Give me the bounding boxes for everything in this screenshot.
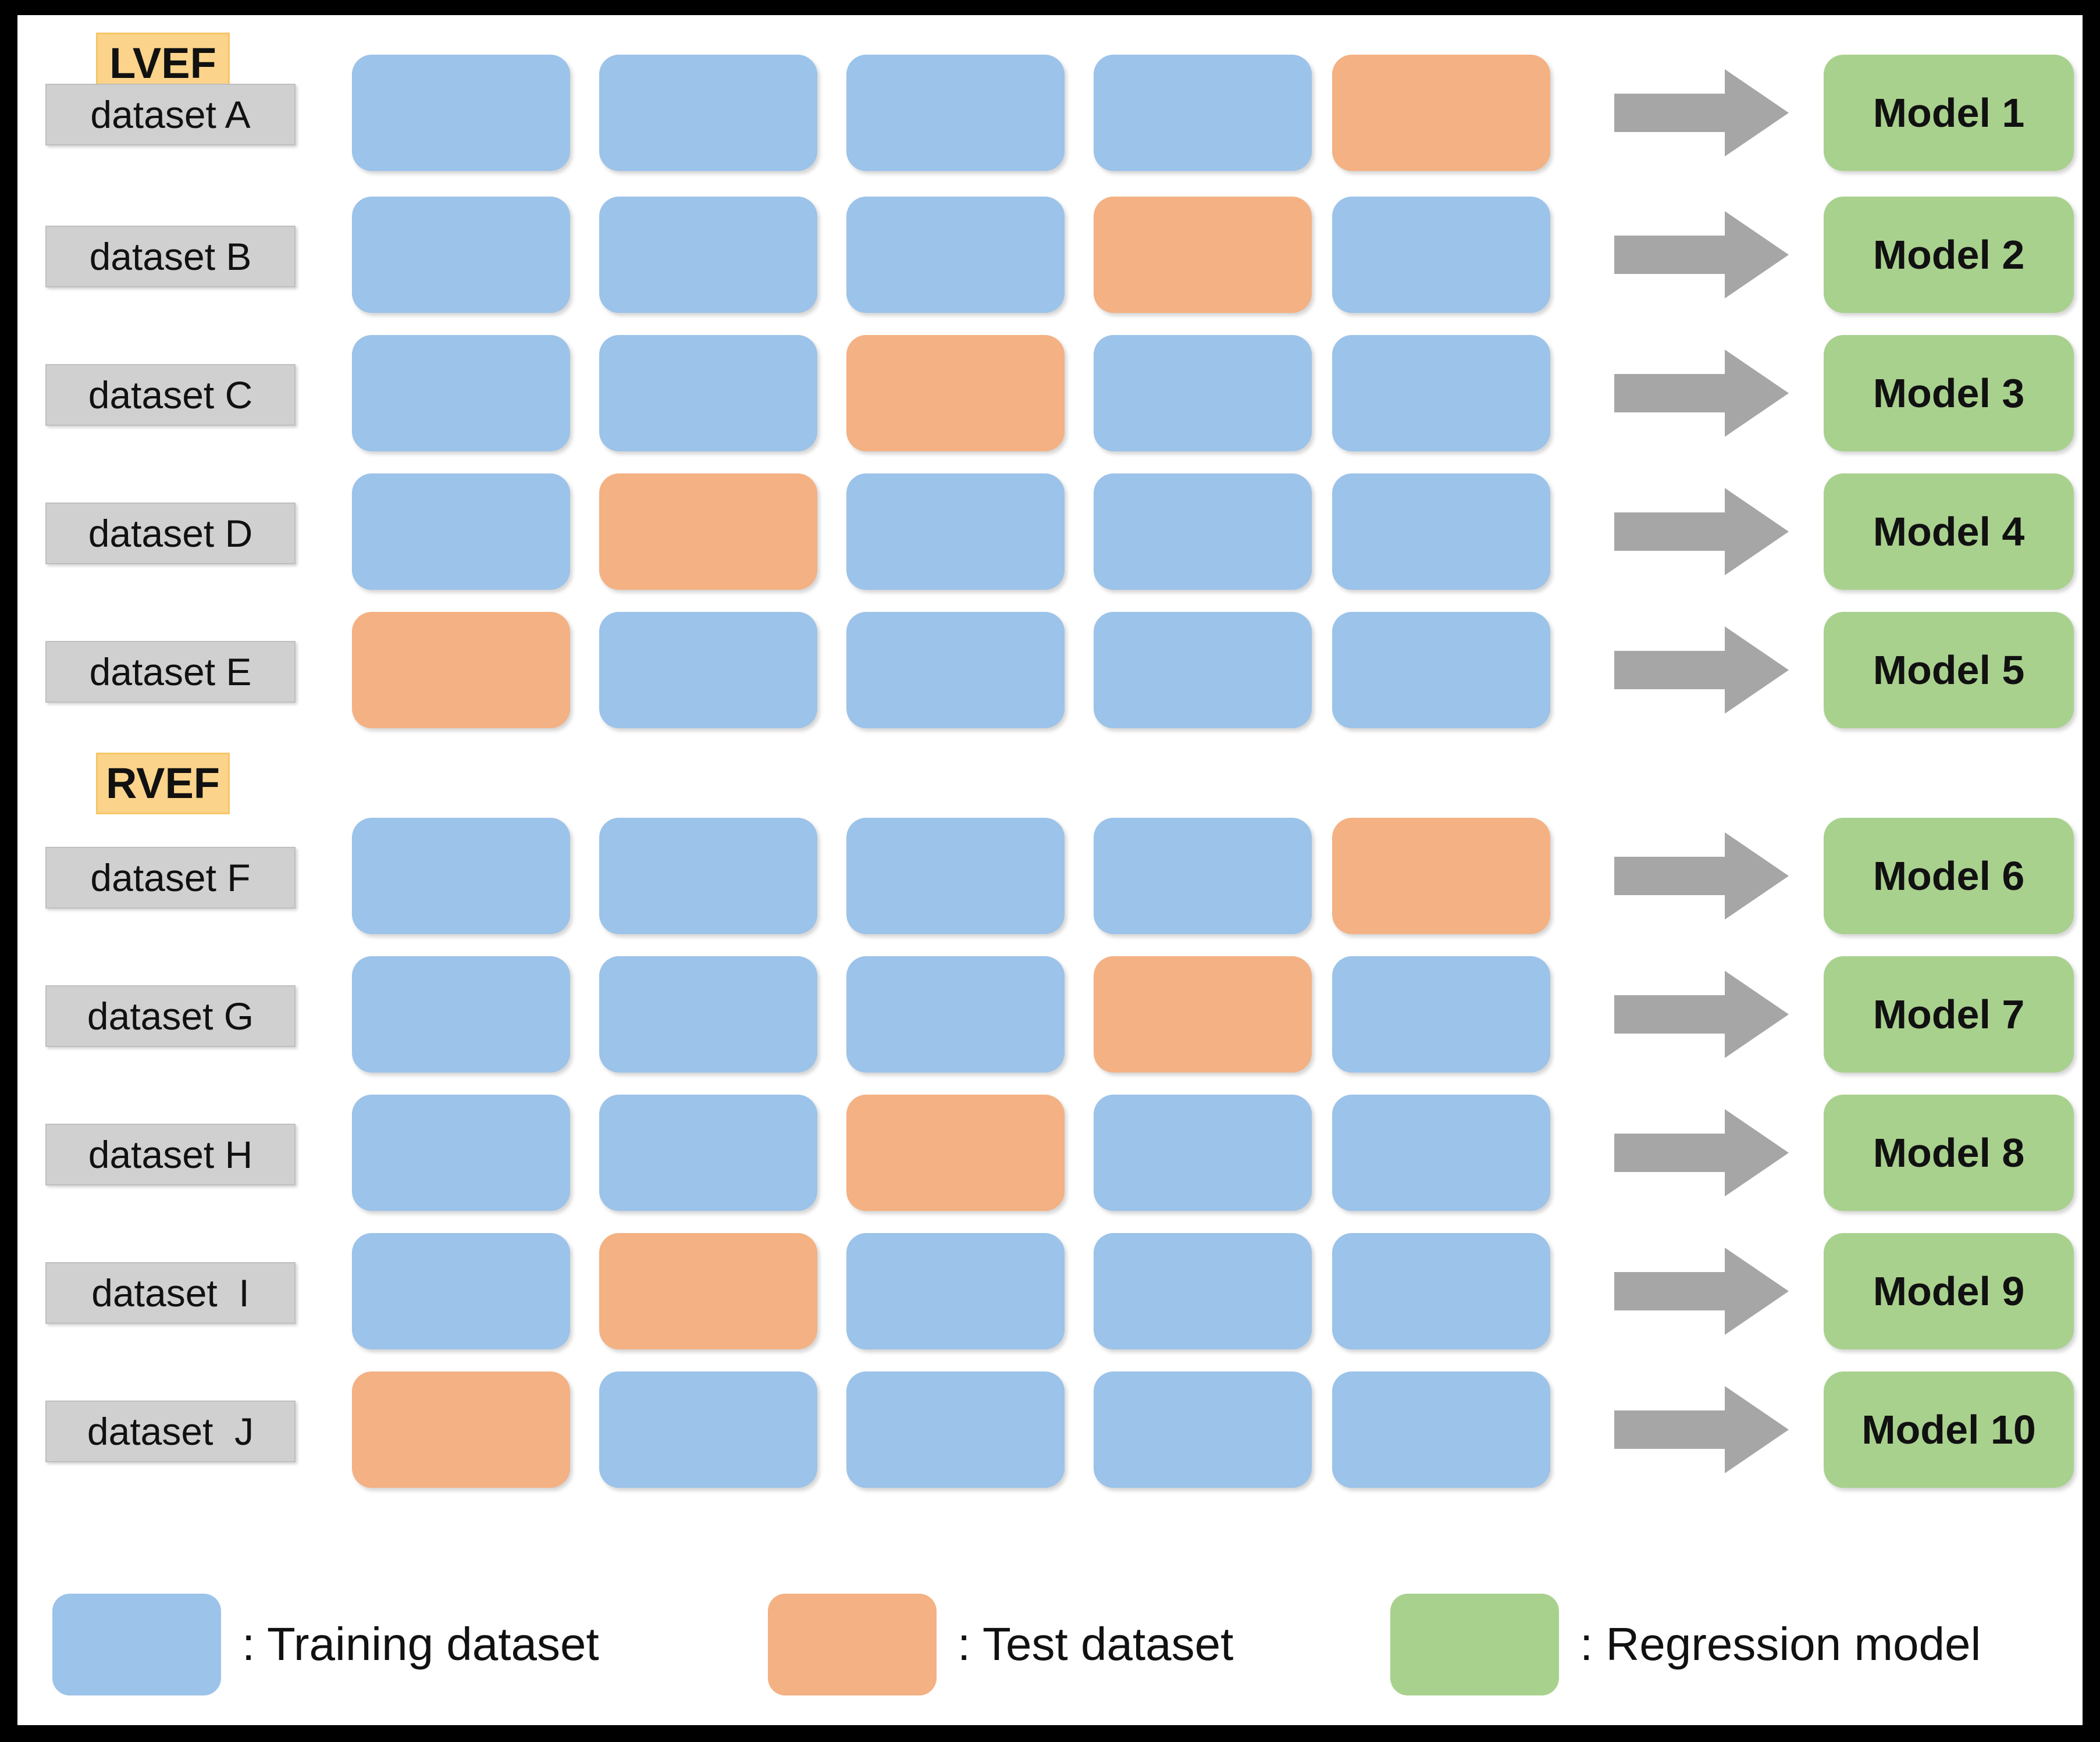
block-train xyxy=(846,612,1065,728)
block-train xyxy=(1094,335,1312,451)
block-train xyxy=(599,1371,817,1488)
block-test xyxy=(352,1371,570,1488)
block-train xyxy=(599,956,817,1073)
arrow-right-icon xyxy=(1614,69,1789,156)
dataset-label-i: dataset I xyxy=(45,1262,296,1324)
block-train xyxy=(846,197,1065,313)
legend: : Training dataset : Test dataset : Regr… xyxy=(17,1589,2083,1700)
model-box-3: Model 3 xyxy=(1824,335,2074,451)
model-box-4: Model 4 xyxy=(1824,473,2074,590)
block-train xyxy=(1094,818,1312,934)
legend-item-model: : Regression model xyxy=(1390,1589,1981,1700)
block-train xyxy=(599,818,817,934)
block-test xyxy=(599,473,817,590)
block-train xyxy=(1094,473,1312,590)
legend-label-test: : Test dataset xyxy=(958,1618,1234,1670)
legend-item-training: : Training dataset xyxy=(52,1589,599,1700)
block-test xyxy=(1332,818,1550,934)
model-box-8: Model 8 xyxy=(1824,1095,2074,1211)
model-box-9: Model 9 xyxy=(1824,1233,2074,1349)
block-test xyxy=(1094,197,1312,313)
arrow-right-icon xyxy=(1614,626,1789,714)
block-train xyxy=(352,197,570,313)
block-test xyxy=(1094,956,1312,1073)
legend-swatch-model xyxy=(1390,1593,1559,1695)
block-train xyxy=(1332,956,1550,1073)
dataset-label-h: dataset H xyxy=(45,1124,296,1185)
model-box-6: Model 6 xyxy=(1824,818,2074,934)
block-train xyxy=(352,55,570,171)
block-train xyxy=(599,197,817,313)
block-train xyxy=(599,612,817,728)
dataset-label-j: dataset J xyxy=(45,1401,296,1462)
arrow-right-icon xyxy=(1614,488,1789,575)
block-train xyxy=(846,818,1065,934)
block-test xyxy=(1332,55,1550,171)
legend-swatch-training xyxy=(52,1593,221,1695)
block-train xyxy=(1332,473,1550,590)
model-box-5: Model 5 xyxy=(1824,612,2074,728)
block-train xyxy=(599,1095,817,1211)
block-train xyxy=(1332,335,1550,451)
block-test xyxy=(846,1095,1065,1211)
block-train xyxy=(1332,1233,1550,1349)
block-train xyxy=(352,1095,570,1211)
legend-swatch-test xyxy=(768,1593,937,1695)
block-train xyxy=(352,956,570,1073)
model-box-2: Model 2 xyxy=(1824,197,2074,313)
model-box-7: Model 7 xyxy=(1824,956,2074,1073)
block-train xyxy=(1094,1095,1312,1211)
dataset-label-e: dataset E xyxy=(45,641,296,703)
block-train xyxy=(846,1371,1065,1488)
legend-label-model: : Regression model xyxy=(1580,1618,1981,1670)
block-train xyxy=(1094,612,1312,728)
legend-label-training: : Training dataset xyxy=(242,1618,599,1670)
block-train xyxy=(1332,612,1550,728)
block-train xyxy=(1332,1371,1550,1488)
arrow-right-icon xyxy=(1614,1109,1789,1196)
block-train xyxy=(599,55,817,171)
block-train xyxy=(352,1233,570,1349)
arrow-right-icon xyxy=(1614,1386,1789,1473)
block-train xyxy=(352,335,570,451)
block-train xyxy=(352,473,570,590)
block-test xyxy=(599,1233,817,1349)
block-train xyxy=(846,956,1065,1073)
model-box-1: Model 1 xyxy=(1824,55,2074,171)
block-train xyxy=(846,1233,1065,1349)
dataset-label-g: dataset G xyxy=(45,985,296,1047)
block-train xyxy=(599,335,817,451)
model-box-10: Model 10 xyxy=(1824,1371,2074,1488)
block-train xyxy=(846,55,1065,171)
block-train xyxy=(1094,1371,1312,1488)
section-tag-rvef: RVEF xyxy=(96,753,230,814)
block-train xyxy=(1332,197,1550,313)
arrow-right-icon xyxy=(1614,1248,1789,1335)
block-test xyxy=(846,335,1065,451)
dataset-label-f: dataset F xyxy=(45,847,296,909)
arrow-right-icon xyxy=(1614,211,1789,298)
dataset-label-b: dataset B xyxy=(45,226,296,287)
dataset-label-a: dataset A xyxy=(45,84,296,145)
block-train xyxy=(1332,1095,1550,1211)
arrow-right-icon xyxy=(1614,971,1789,1058)
block-train xyxy=(1094,55,1312,171)
block-train xyxy=(352,818,570,934)
arrow-right-icon xyxy=(1614,350,1789,437)
block-train xyxy=(1094,1233,1312,1349)
dataset-label-d: dataset D xyxy=(45,503,296,564)
legend-item-test: : Test dataset xyxy=(768,1589,1233,1700)
block-test xyxy=(352,612,570,728)
dataset-label-c: dataset C xyxy=(45,364,296,426)
block-train xyxy=(846,473,1065,590)
figure-inner-panel: LVEF dataset A Model 1 dataset B Model 2… xyxy=(17,15,2083,1725)
arrow-right-icon xyxy=(1614,832,1789,920)
